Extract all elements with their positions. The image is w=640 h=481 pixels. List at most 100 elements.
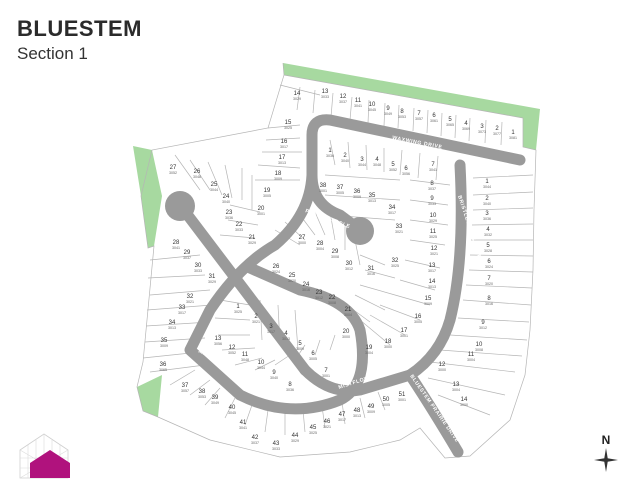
lot-number: 23 <box>226 210 233 216</box>
lot-number: 17 <box>401 328 408 334</box>
map-title: BLUESTEM <box>17 16 142 41</box>
lot-address: 3005 <box>309 357 317 361</box>
lot-number: 18 <box>385 339 392 345</box>
lot-address: 3004 <box>316 247 324 251</box>
lot-number: 14 <box>429 279 436 285</box>
lot-number: 3 <box>485 211 489 217</box>
lot-number: 33 <box>179 305 186 311</box>
lot-address: 3057 <box>181 389 189 393</box>
lot-address: 3000 <box>384 345 392 349</box>
lot-number: 25 <box>289 273 296 279</box>
lot-lines <box>136 62 537 459</box>
lot-address: 3069 <box>462 127 470 131</box>
lot-address: 3009 <box>353 195 361 199</box>
lot-address: 3017 <box>338 418 346 422</box>
lot-address: 3025 <box>391 264 399 268</box>
lot-address: 3012 <box>479 326 487 330</box>
lot-address: 3044 <box>210 188 218 192</box>
lot-number: 10 <box>258 360 265 366</box>
lot-address: 3004 <box>344 313 352 317</box>
lot-number: 34 <box>389 205 396 211</box>
lot-number: 9 <box>272 370 276 376</box>
lot-address: 3041 <box>239 426 247 430</box>
lot-number: 10 <box>476 342 483 348</box>
lot-number: 2 <box>254 314 258 320</box>
lot-address: 3021 <box>395 230 403 234</box>
lot-number: 46 <box>324 419 331 425</box>
lot-address: 3052 <box>169 171 177 175</box>
lot-number: 10 <box>369 102 376 108</box>
lot-number: 20 <box>343 329 350 335</box>
lot-number: 25 <box>211 182 218 188</box>
lot-number: 11 <box>468 352 475 358</box>
lot-number: 18 <box>275 171 282 177</box>
lot-address: 3048 <box>241 358 249 362</box>
lot-number: 14 <box>294 91 301 97</box>
lot-address: 3001 <box>322 374 330 378</box>
lot-number: 30 <box>195 263 202 269</box>
lot-number: 9 <box>430 196 434 202</box>
lot-address: 3053 <box>398 115 406 119</box>
lot-number: 11 <box>242 352 249 358</box>
lot-address: 3033 <box>272 447 280 451</box>
lot-address: 3036 <box>326 154 334 158</box>
lot-address: 3036 <box>483 217 491 221</box>
lot-number: 13 <box>429 263 436 269</box>
lot-number: 22 <box>236 222 243 228</box>
lot-address: 3017 <box>428 269 436 273</box>
lot-number: 28 <box>317 241 324 247</box>
lot-address: 3081 <box>509 136 517 140</box>
lot-address: 3009 <box>367 410 375 414</box>
lot-address: 3005 <box>414 320 422 324</box>
lot-address: 3001 <box>319 189 327 193</box>
lot-address: 3013 <box>428 285 436 289</box>
green-spaces <box>133 63 540 417</box>
lot-address: 3048 <box>193 175 201 179</box>
lot-address: 3049 <box>211 401 219 405</box>
lot-number: 32 <box>187 294 194 300</box>
lot-number: 7 <box>487 276 491 282</box>
lot-number: 12 <box>439 362 446 368</box>
lot-address: 3012 <box>345 267 353 271</box>
lot-address: 3025 <box>284 126 292 130</box>
lot-address: 3045 <box>368 108 376 112</box>
road-bluestem-prairie-drive <box>404 369 464 458</box>
lot-number: 13 <box>453 382 460 388</box>
green-space-north <box>283 63 540 150</box>
southwest-lots <box>142 254 213 373</box>
green-space-west <box>133 146 162 248</box>
lot-number: 3 <box>360 157 364 163</box>
lot-address: 3009 <box>160 344 168 348</box>
west-lots <box>174 154 261 239</box>
lot-number: 19 <box>366 345 373 351</box>
lot-address: 3029 <box>293 97 301 101</box>
lot-address: 3016 <box>302 288 310 292</box>
lot-address: 3037 <box>339 100 347 104</box>
lot-number: 16 <box>415 314 422 320</box>
lot-address: 3005 <box>263 194 271 198</box>
lot-address: 3036 <box>286 388 294 392</box>
green-space-southwest <box>137 375 162 417</box>
lot-number: 50 <box>383 397 390 403</box>
lot-address: 3052 <box>228 351 236 355</box>
lot-number: 41 <box>240 420 247 426</box>
lot-number: 6 <box>311 351 315 357</box>
lot-address: 3032 <box>484 233 492 237</box>
lot-number: 48 <box>354 408 361 414</box>
lot-number: 13 <box>215 336 222 342</box>
road-chestnut-lane <box>184 169 368 415</box>
lot-number: 6 <box>487 259 491 265</box>
map-subtitle: Section 1 <box>17 44 88 63</box>
lot-number: 30 <box>346 261 353 267</box>
lot-number: 12 <box>340 94 347 100</box>
lot-address: 3021 <box>252 320 260 324</box>
cul-de-sac-west <box>165 191 195 221</box>
lot-number: 11 <box>430 229 437 235</box>
lot-number: 34 <box>169 320 176 326</box>
lot-number: 37 <box>182 383 189 389</box>
lot-address: 3037 <box>428 187 436 191</box>
lot-number: 36 <box>160 362 167 368</box>
lot-number: 47 <box>339 412 346 418</box>
lot-number: 20 <box>258 206 265 212</box>
lot-address: 3020 <box>485 282 493 286</box>
